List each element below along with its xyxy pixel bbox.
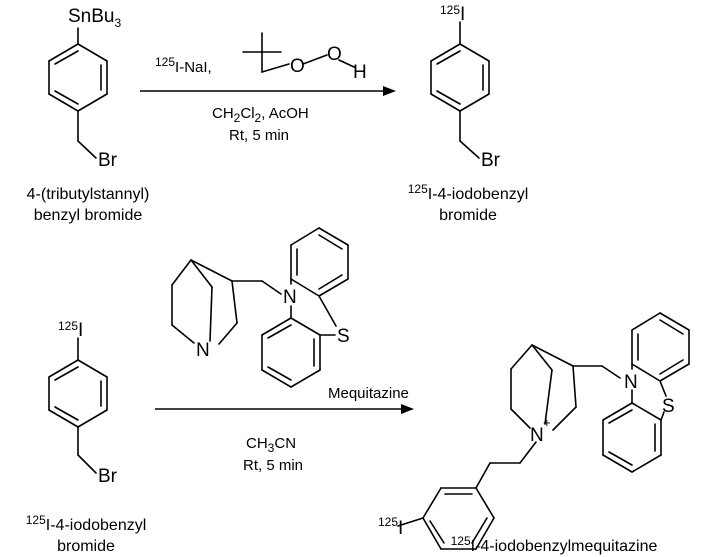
nitrogen-atom-label: N — [530, 425, 544, 446]
mequitazine-label: Mequitazine — [328, 385, 409, 402]
mequitazine-structure: N N S — [171, 227, 350, 388]
oxygen-atom-1: O — [290, 56, 305, 77]
oxygen-atom-2: O — [327, 44, 342, 65]
iodobenzylmequitazine-structure: N + 125I — [378, 312, 690, 550]
reaction-arrow-1 — [140, 86, 396, 96]
starting-material-name-line-2: benzyl bromide — [34, 207, 143, 224]
intermediate-name-line-1: 125I-4-iodobenzyl — [408, 182, 529, 203]
nitrogen-atom-label: N — [624, 372, 638, 393]
reaction-1-conditions: Rt, 5 min — [229, 127, 289, 144]
iodine-atom-label: 125I — [440, 3, 465, 25]
reactant-2-name-line-1: 125I-4-iodobenzyl — [26, 513, 147, 534]
iodobenzyl-bromide-structure-2: 125I Br — [48, 319, 118, 487]
solvent-acetonitrile: CH3CN — [246, 435, 296, 455]
nitrogen-atom-label: N — [196, 340, 210, 361]
hydrogen-atom: H — [353, 62, 367, 83]
reagent-nai: 125I-NaI, — [155, 55, 212, 76]
tin-atom-label: SnBu3 — [68, 6, 121, 30]
stannyl-benzyl-bromide-structure: SnBu3 Br — [48, 6, 121, 171]
bromine-atom-label: Br — [481, 150, 501, 171]
intermediate-name-line-2: bromide — [439, 207, 497, 224]
nitrogen-atom-label: N — [283, 287, 297, 308]
sulfur-atom-label: S — [662, 396, 675, 417]
iodine-atom-label: 125I — [378, 515, 403, 539]
bromine-atom-label: Br — [98, 466, 118, 487]
reaction-arrow-2 — [155, 404, 414, 414]
reaction-2-conditions: Rt, 5 min — [243, 457, 303, 474]
solvent-dcm-acoh: CH2Cl2, AcOH — [212, 105, 309, 125]
starting-material-name-line-1: 4-(tributylstannyl) — [27, 186, 150, 203]
iodobenzyl-bromide-structure-1: 125I Br — [430, 3, 501, 171]
positive-charge: + — [543, 415, 551, 430]
reactant-2-name-line-2: bromide — [57, 538, 115, 555]
tbhp-structure: O O H — [242, 32, 367, 83]
sulfur-atom-label: S — [337, 326, 350, 347]
iodine-atom-label: 125I — [58, 319, 83, 341]
bromine-atom-label: Br — [98, 150, 118, 171]
product-name: 125I-4-iodobenzylmequitazine — [451, 534, 658, 555]
